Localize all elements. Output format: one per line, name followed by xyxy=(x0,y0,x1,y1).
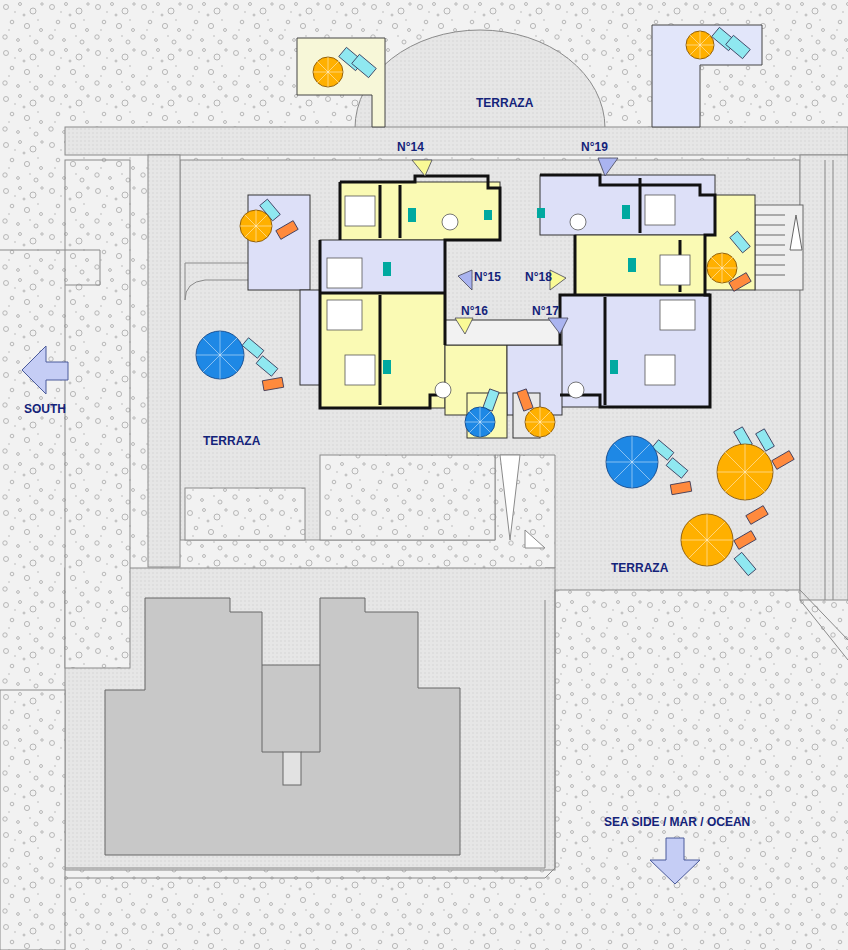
unit-number: N°15 xyxy=(474,270,501,284)
unit-number: N°19 xyxy=(581,140,608,154)
unit-number: N°18 xyxy=(525,270,552,284)
direction-label: SOUTH xyxy=(24,402,66,416)
direction-label: SEA SIDE / MAR / OCEAN xyxy=(604,815,750,829)
area-label: TERRAZA xyxy=(611,561,668,575)
unit-number: N°17 xyxy=(532,304,559,318)
unit-number: N°14 xyxy=(397,140,424,154)
area-label: TERRAZA xyxy=(203,434,260,448)
area-label: TERRAZA xyxy=(476,96,533,110)
unit-number: N°16 xyxy=(461,304,488,318)
